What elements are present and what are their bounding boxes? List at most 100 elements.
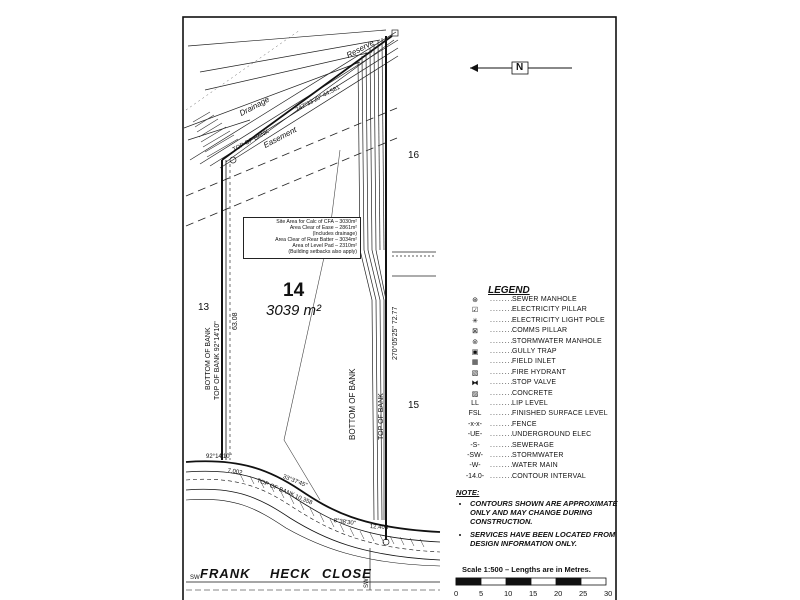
area-info-box: Site Area for Calc of CFA – 3030m² Area … <box>243 217 361 259</box>
legend-symbol-icon: -W- <box>469 462 481 470</box>
legend-leader: ........ <box>490 420 514 428</box>
legend-symbol-icon: -x-x- <box>468 420 482 428</box>
legend-symbol-icon: ⧓ <box>471 380 479 388</box>
legend-symbol-icon: ⊚ <box>472 338 478 346</box>
lot-boundary <box>221 35 395 540</box>
legend-item: -UE-........UNDERGROUND ELEC <box>462 431 662 442</box>
scale-tick-label: 10 <box>504 589 513 598</box>
road-curves <box>185 460 441 591</box>
scale-bar <box>455 577 607 586</box>
legend-item: ▣........GULLY TRAP <box>462 348 662 359</box>
north-arrow <box>470 61 572 75</box>
legend-symbol-icon: LL <box>471 400 479 407</box>
info-line-2: Area Clear of Ease – 2861m² <box>289 225 357 231</box>
legend-label: ELECTRICITY PILLAR <box>512 306 588 314</box>
drainage-reserve-band <box>183 29 399 169</box>
street-word-1: FRANK <box>200 566 251 581</box>
service-pit <box>382 538 390 546</box>
adjacent-boundaries <box>392 251 436 277</box>
legend-label: COMMS PILLAR <box>512 327 568 335</box>
legend-item: -S-........SEWERAGE <box>462 442 662 453</box>
legend-label: SEWER MANHOLE <box>512 296 577 303</box>
info-line-4: Area Clear of Rear Batter – 3034m² <box>275 237 357 243</box>
legend-leader: ........ <box>490 441 514 449</box>
top-of-bank-left: TOP OF BANK 92°14'10" <box>214 321 221 400</box>
legend-leader: ........ <box>490 452 514 459</box>
legend-leader: ........ <box>490 462 514 470</box>
legend-label: STOP VALVE <box>512 379 557 387</box>
legend-item: LL........LIP LEVEL <box>462 400 662 411</box>
corner-peg-nw <box>229 156 237 164</box>
top-of-bank-right: TOP OF BANK <box>378 393 385 440</box>
scale-tick-label: 30 <box>604 589 613 598</box>
legend-item: ▦........FIELD INLET <box>462 358 662 369</box>
legend-leader: ........ <box>490 379 514 387</box>
legend-leader: ........ <box>490 306 514 314</box>
legend-label: CONCRETE <box>512 389 553 397</box>
legend-symbol-icon: FSL <box>468 410 482 418</box>
street-word-2: HECK <box>270 566 311 581</box>
lot-area: 3039 m² <box>266 302 322 319</box>
legend-item: FSL........FINISHED SURFACE LEVEL <box>462 410 662 421</box>
legend-label: LIP LEVEL <box>512 400 548 407</box>
legend-label: SEWERAGE <box>512 441 555 449</box>
info-line-6: (Building setbacks also apply) <box>288 249 357 255</box>
legend-leader: ........ <box>490 337 514 345</box>
lot-13-number: 13 <box>198 302 210 313</box>
legend-label: FIELD INLET <box>512 358 556 366</box>
legend-item: ▨........CONCRETE <box>462 390 662 401</box>
legend-symbol-icon: ▨ <box>471 390 479 398</box>
north-arrow-letter: N <box>516 62 524 73</box>
east-bank-contours <box>357 37 387 521</box>
embankment-hatch <box>192 111 239 158</box>
faint-diagonal <box>185 29 301 111</box>
legend-item: ☑........ELECTRICITY PILLAR <box>462 306 662 317</box>
sw-tag-bottom: SW <box>364 578 370 588</box>
lot-number: 14 <box>283 280 305 301</box>
sheet-frame <box>182 16 617 600</box>
legend-label: UNDERGROUND ELEC <box>512 431 592 439</box>
street-word-3: CLOSE <box>322 566 372 581</box>
legend-leader: ........ <box>490 348 514 355</box>
legend-symbol-icon: ▦ <box>471 359 479 367</box>
legend-label: FIRE HYDRANT <box>512 368 567 376</box>
legend-symbol-icon: ☑ <box>471 307 479 315</box>
slope-line <box>283 149 341 501</box>
legend-label: ELECTRICITY LIGHT POLE <box>512 316 605 324</box>
bottom-of-bank-mid: BOTTOM OF BANK <box>348 368 357 440</box>
scale-tick-label: 15 <box>529 589 538 598</box>
legend-item: -SW-........STORMWATER <box>462 452 662 463</box>
legend-leader: ........ <box>490 410 514 418</box>
legend-item: ⧓........STOP VALVE <box>462 379 662 390</box>
front-bearing-1: 92°14'10" <box>206 454 232 460</box>
legend-symbol-icon: ✳ <box>472 317 478 325</box>
legend-leader: ........ <box>490 389 514 397</box>
info-line-3: (Includes drainage) <box>312 231 357 237</box>
legend-label: STORMWATER <box>512 452 564 459</box>
lot-16-number: 16 <box>408 150 420 161</box>
lot-15-number: 15 <box>408 400 420 411</box>
east-bearing: 270°05'25" <box>392 326 399 360</box>
legend-symbol-icon: -UE- <box>467 431 483 439</box>
corner-peg-ne <box>391 29 399 37</box>
bottom-of-bank-left: BOTTOM OF BANK <box>205 327 212 391</box>
legend-leader: ........ <box>490 368 514 376</box>
scale-tick-label: 5 <box>479 589 484 598</box>
legend-item: ✳........ELECTRICITY LIGHT POLE <box>462 317 662 328</box>
legend-leader: ........ <box>490 296 514 303</box>
sw-tag-left: SW <box>190 575 200 581</box>
scale-tick-label: 25 <box>579 589 588 598</box>
legend-item: ▧........FIRE HYDRANT <box>462 369 662 380</box>
info-line-5: Area of Level Pad – 2310m² <box>292 243 357 249</box>
legend-label: FINISHED SURFACE LEVEL <box>512 410 608 418</box>
legend-leader: ........ <box>490 400 514 407</box>
notes-list: CONTOURS SHOWN ARE APPROXIMATE ONLY AND … <box>456 499 636 548</box>
legend-symbol-icon: ⊠ <box>472 328 478 336</box>
legend-leader: ........ <box>490 431 514 439</box>
east-length: 72.77 <box>392 306 399 325</box>
legend-label: FENCE <box>512 420 537 428</box>
legend-label: GULLY TRAP <box>512 348 557 355</box>
notes-block: NOTE: CONTOURS SHOWN ARE APPROXIMATE ONL… <box>456 488 636 552</box>
front-length-3: 12.405 <box>369 524 389 532</box>
